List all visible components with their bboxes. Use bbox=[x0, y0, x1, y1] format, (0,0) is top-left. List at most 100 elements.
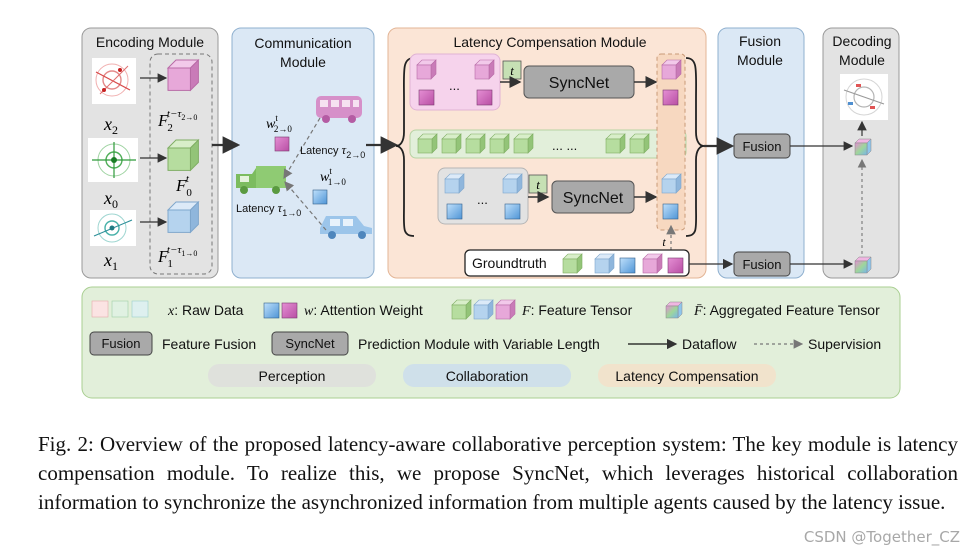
predicted-column bbox=[656, 53, 686, 231]
legend-fusion-box-label: Fusion bbox=[101, 336, 140, 351]
groundtruth-pink-weight bbox=[667, 257, 684, 274]
legend-cube-green bbox=[451, 299, 472, 320]
legend-tag-perception bbox=[208, 364, 376, 387]
communication-module-title-1: Communication bbox=[254, 35, 351, 51]
encoding-module-title: Encoding Module bbox=[96, 34, 204, 50]
legend-supervision: Supervision bbox=[808, 336, 881, 352]
syncnet-label-2: SyncNet bbox=[563, 190, 624, 207]
link-car-to-truck bbox=[284, 181, 327, 231]
green-cube-3 bbox=[465, 133, 486, 154]
green-cube-5 bbox=[513, 133, 534, 154]
fusion-module-title-1: Fusion bbox=[739, 33, 781, 49]
aggregated-cube-1 bbox=[854, 138, 872, 156]
truck-icon bbox=[236, 166, 286, 194]
figure-caption: Fig. 2: Overview of the proposed latency… bbox=[38, 432, 958, 514]
green-cube-6 bbox=[605, 133, 626, 154]
legend-tag-collaboration bbox=[403, 364, 571, 387]
legend-raw-thumb-3 bbox=[131, 300, 149, 318]
legend-weight-pink bbox=[281, 302, 298, 319]
raw-data-image-x2 bbox=[92, 58, 136, 104]
car-icon bbox=[320, 216, 372, 239]
raw-data-image-x0 bbox=[88, 138, 138, 182]
history-blue-cube-1 bbox=[444, 173, 465, 194]
legend-tag-latency-label: Latency Compensation bbox=[615, 368, 758, 384]
predicted-pink-weight bbox=[662, 89, 679, 106]
history-pink-cube-1 bbox=[416, 59, 437, 80]
label-f1: F1t−τ1→0 bbox=[157, 244, 197, 270]
legend-syncnet-box-label: SyncNet bbox=[285, 336, 335, 351]
feature-cube-f0 bbox=[167, 139, 199, 171]
syncnet-label-1: SyncNet bbox=[549, 75, 610, 92]
history-blue-weight-1 bbox=[446, 203, 463, 220]
legend-cube-blue bbox=[473, 299, 494, 320]
fusion-module-title-2: Module bbox=[737, 52, 783, 68]
attention-weight-w2 bbox=[274, 136, 290, 152]
legend-feature-tensor: F: Feature Tensor bbox=[521, 302, 633, 319]
groundtruth-label: Groundtruth bbox=[472, 255, 547, 271]
green-cube-1 bbox=[417, 133, 438, 154]
history-pink-weight-2 bbox=[476, 89, 493, 106]
legend-fusion-desc: Feature Fusion bbox=[162, 336, 256, 352]
legend-raw-data: x: Raw Data bbox=[167, 302, 244, 319]
label-f0: F0t bbox=[175, 173, 192, 199]
groundtruth-green-cube bbox=[562, 253, 583, 274]
system-diagram: Encoding Module Communication Module Lat… bbox=[81, 27, 901, 399]
latency-module-title: Latency Compensation Module bbox=[453, 34, 646, 50]
legend-raw-thumb-2 bbox=[111, 300, 129, 318]
label-x1: x1 bbox=[103, 250, 118, 273]
link-bus-to-truck bbox=[283, 117, 321, 180]
green-cube-7 bbox=[629, 133, 650, 154]
feature-tensor-group bbox=[149, 53, 213, 275]
decoding-module-title-1: Decoding bbox=[832, 33, 891, 49]
raw-data-image-x1 bbox=[90, 210, 136, 246]
legend-cube-pink bbox=[495, 299, 516, 320]
predicted-pink-cube bbox=[661, 59, 682, 80]
legend-weight-blue bbox=[263, 302, 280, 319]
legend-syncnet-desc: Prediction Module with Variable Length bbox=[358, 336, 600, 352]
label-x2: x2 bbox=[103, 114, 118, 137]
legend-dataflow: Dataflow bbox=[682, 336, 737, 352]
fusion-label-1: Fusion bbox=[742, 139, 781, 154]
decoded-output-image bbox=[840, 74, 888, 120]
feature-cube-f1 bbox=[167, 201, 199, 233]
groundtruth-pink-cube bbox=[642, 253, 663, 274]
groundtruth-blue-cube bbox=[594, 253, 615, 274]
t-label-1: t bbox=[510, 63, 514, 78]
aggregated-cube-2 bbox=[854, 256, 872, 274]
feature-cube-f2 bbox=[167, 59, 199, 91]
legend-aggregated-tensor: F̄: Aggregated Feature Tensor bbox=[693, 302, 880, 319]
label-x0: x0 bbox=[103, 188, 118, 211]
legend-fusion-box bbox=[89, 331, 153, 356]
history-pink-weight-1 bbox=[418, 89, 435, 106]
legend-syncnet-box bbox=[271, 331, 349, 356]
history-blue-cube-2 bbox=[502, 173, 523, 194]
fusion-label-2: Fusion bbox=[742, 257, 781, 272]
green-cube-4 bbox=[489, 133, 510, 154]
legend-attention-weight: w: Attention Weight bbox=[304, 302, 423, 319]
t-label-supervision: t bbox=[662, 235, 666, 249]
ellipsis-blue: ... bbox=[477, 192, 488, 207]
watermark: CSDN @Together_CZ bbox=[803, 528, 960, 546]
green-cube-2 bbox=[441, 133, 462, 154]
label-f2: F2t−τ2→0 bbox=[157, 108, 197, 134]
ellipsis-green: ... ... bbox=[552, 138, 577, 153]
predicted-blue-cube bbox=[661, 173, 682, 194]
attention-weight-w1 bbox=[312, 189, 328, 205]
brace-left bbox=[395, 57, 415, 237]
legend-tag-collaboration-label: Collaboration bbox=[446, 368, 529, 384]
predicted-blue-weight bbox=[662, 203, 679, 220]
groundtruth-blue-weight bbox=[619, 257, 636, 274]
t-label-3: t bbox=[536, 177, 540, 192]
bus-icon bbox=[316, 96, 362, 123]
decoding-module-title-2: Module bbox=[839, 52, 885, 68]
history-blue-weight-2 bbox=[504, 203, 521, 220]
legend-cube-agg bbox=[665, 301, 683, 319]
legend-tag-latency bbox=[598, 364, 776, 387]
ellipsis-pink: ... bbox=[449, 78, 460, 93]
communication-module-title-2: Module bbox=[280, 54, 326, 70]
legend-raw-thumb-1 bbox=[91, 300, 109, 318]
